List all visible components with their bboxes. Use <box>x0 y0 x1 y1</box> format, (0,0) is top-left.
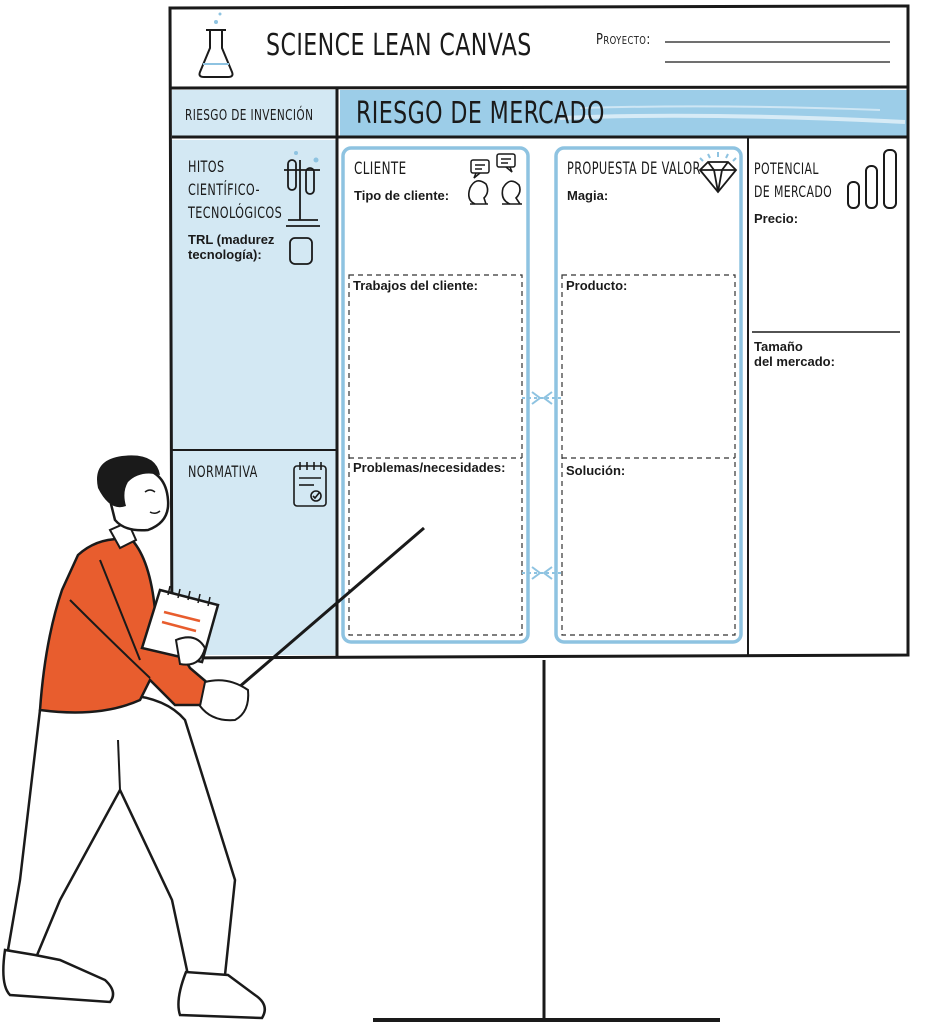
customer-outline <box>341 146 530 644</box>
chat-bubbles-icon <box>470 153 516 179</box>
regulation-title: NORMATIVA <box>188 462 258 481</box>
market-potential-title-2: DE MERCADO <box>754 182 833 201</box>
market-header-bar <box>340 90 908 136</box>
clipboard-icon <box>293 462 327 507</box>
milestones-title-1: HITOS <box>188 157 225 176</box>
milestones-title-2: CIENTÍFICO- <box>188 180 260 199</box>
milestones-title-3: TECNOLÓGICOS <box>188 203 283 222</box>
market-potential-title-1: POTENCIAL <box>754 159 819 178</box>
solution-label: Solución: <box>566 463 626 478</box>
customer-type-label: Tipo de cliente: <box>354 188 450 203</box>
flask-icon <box>198 12 234 78</box>
trl-box-icon <box>289 237 313 265</box>
invention-risk-heading: RIESGO DE INVENCIÓN <box>185 106 314 124</box>
trl-label-2: tecnología): <box>188 247 262 262</box>
market-risk-heading: RIESGO DE MERCADO <box>356 96 605 131</box>
people-icon <box>468 180 522 205</box>
market-size-label-2: del mercado: <box>754 354 835 369</box>
easel-stand <box>373 660 720 1022</box>
product-box <box>561 274 736 636</box>
fit-arrows <box>522 391 562 580</box>
board-frame <box>168 4 910 660</box>
value-proposition-title: PROPUESTA DE VALOR <box>567 159 701 179</box>
customer-title: CLIENTE <box>354 159 407 179</box>
presenter-figure <box>2 455 425 1020</box>
project-label: Proyecto: <box>596 30 651 48</box>
magic-label: Magia: <box>567 188 609 203</box>
test-tubes-icon <box>284 151 320 227</box>
canvas-title: SCIENCE LEAN CANVAS <box>266 28 532 63</box>
customer-problems-label: Problemas/necesidades: <box>353 460 506 475</box>
customer-jobs-label: Trabajos del cliente: <box>353 278 478 293</box>
pointer-stick <box>237 526 425 690</box>
market-size-label-1: Tamaño <box>754 339 803 354</box>
price-label: Precio: <box>754 211 799 226</box>
product-label: Producto: <box>566 278 628 293</box>
diamond-icon <box>698 152 738 194</box>
customer-jobs-box <box>348 274 523 636</box>
bar-chart-icon <box>847 149 897 209</box>
invention-header-fill <box>172 90 337 136</box>
value-proposition-outline <box>554 146 743 644</box>
trl-label-1: TRL (madurez <box>188 232 275 247</box>
project-field-lines <box>665 41 890 63</box>
